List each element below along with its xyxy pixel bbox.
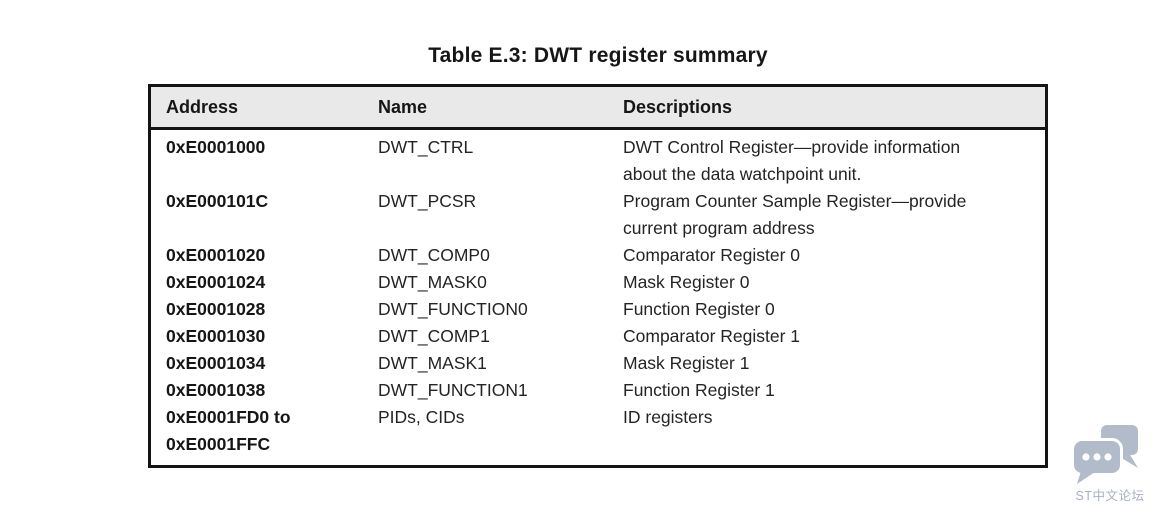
name-cell: DWT_COMP0 bbox=[378, 245, 490, 265]
description-cell: Function Register 0 bbox=[623, 299, 775, 319]
table-row: 0xE0001030 DWT_COMP1 Comparator Register… bbox=[166, 323, 1030, 350]
description-cell: Comparator Register 1 bbox=[623, 326, 801, 346]
address-cell: 0xE0001030 bbox=[166, 326, 266, 346]
chat-bubbles-icon bbox=[1071, 425, 1138, 484]
watermark-label: ST中文论坛 bbox=[1075, 489, 1145, 503]
description-cell: Function Register 1 bbox=[623, 380, 775, 400]
description-cell: Mask Register 0 bbox=[623, 272, 750, 292]
table-body: 0xE0001000 DWT_CTRL DWT Control Register… bbox=[151, 130, 1045, 458]
header-address: Address bbox=[166, 96, 239, 117]
address-cell: 0xE0001034 bbox=[166, 353, 266, 373]
register-summary-table: Address Name Descriptions 0xE0001000 DWT… bbox=[148, 84, 1048, 468]
table-row: 0xE0001028 DWT_FUNCTION0 Function Regist… bbox=[166, 296, 1030, 323]
table-row: 0xE000101C DWT_PCSR Program Counter Samp… bbox=[166, 188, 1030, 242]
name-cell: DWT_PCSR bbox=[378, 191, 477, 211]
description-cell: ID registers bbox=[623, 407, 713, 427]
table-row: 0xE0001020 DWT_COMP0 Comparator Register… bbox=[166, 242, 1030, 269]
description-cell: Mask Register 1 bbox=[623, 353, 750, 373]
name-cell: DWT_MASK1 bbox=[378, 353, 487, 373]
address-cell: 0xE0001028 bbox=[166, 299, 266, 319]
description-cell: DWT Control Register—provide information… bbox=[623, 137, 961, 184]
table-row: 0xE0001FD0 to 0xE0001FFC PIDs, CIDs ID r… bbox=[166, 404, 1030, 458]
table-row: 0xE0001024 DWT_MASK0 Mask Register 0 bbox=[166, 269, 1030, 296]
name-cell: DWT_FUNCTION1 bbox=[378, 380, 528, 400]
name-cell: DWT_FUNCTION0 bbox=[378, 299, 528, 319]
address-cell: 0xE0001024 bbox=[166, 272, 266, 292]
header-descriptions: Descriptions bbox=[623, 96, 733, 117]
table-row: 0xE0001000 DWT_CTRL DWT Control Register… bbox=[166, 134, 1030, 188]
address-cell: 0xE0001020 bbox=[166, 245, 266, 265]
description-cell: Program Counter Sample Register—provide … bbox=[623, 191, 967, 238]
description-cell: Comparator Register 0 bbox=[623, 245, 801, 265]
watermark: ST中文论坛 bbox=[1068, 424, 1152, 504]
name-cell: DWT_COMP1 bbox=[378, 326, 490, 346]
table-header-row: Address Name Descriptions bbox=[151, 87, 1045, 130]
name-cell: DWT_MASK0 bbox=[378, 272, 487, 292]
table-title: Table E.3: DWT register summary bbox=[428, 44, 768, 67]
table-row: 0xE0001038 DWT_FUNCTION1 Function Regist… bbox=[166, 377, 1030, 404]
address-cell: 0xE0001000 bbox=[166, 137, 266, 157]
header-name: Name bbox=[378, 96, 428, 117]
name-cell: PIDs, CIDs bbox=[378, 407, 465, 427]
name-cell: DWT_CTRL bbox=[378, 137, 474, 157]
address-cell: 0xE000101C bbox=[166, 191, 269, 211]
address-cell: 0xE0001038 bbox=[166, 380, 266, 400]
address-cell: 0xE0001FD0 to 0xE0001FFC bbox=[166, 407, 291, 454]
table-row: 0xE0001034 DWT_MASK1 Mask Register 1 bbox=[166, 350, 1030, 377]
